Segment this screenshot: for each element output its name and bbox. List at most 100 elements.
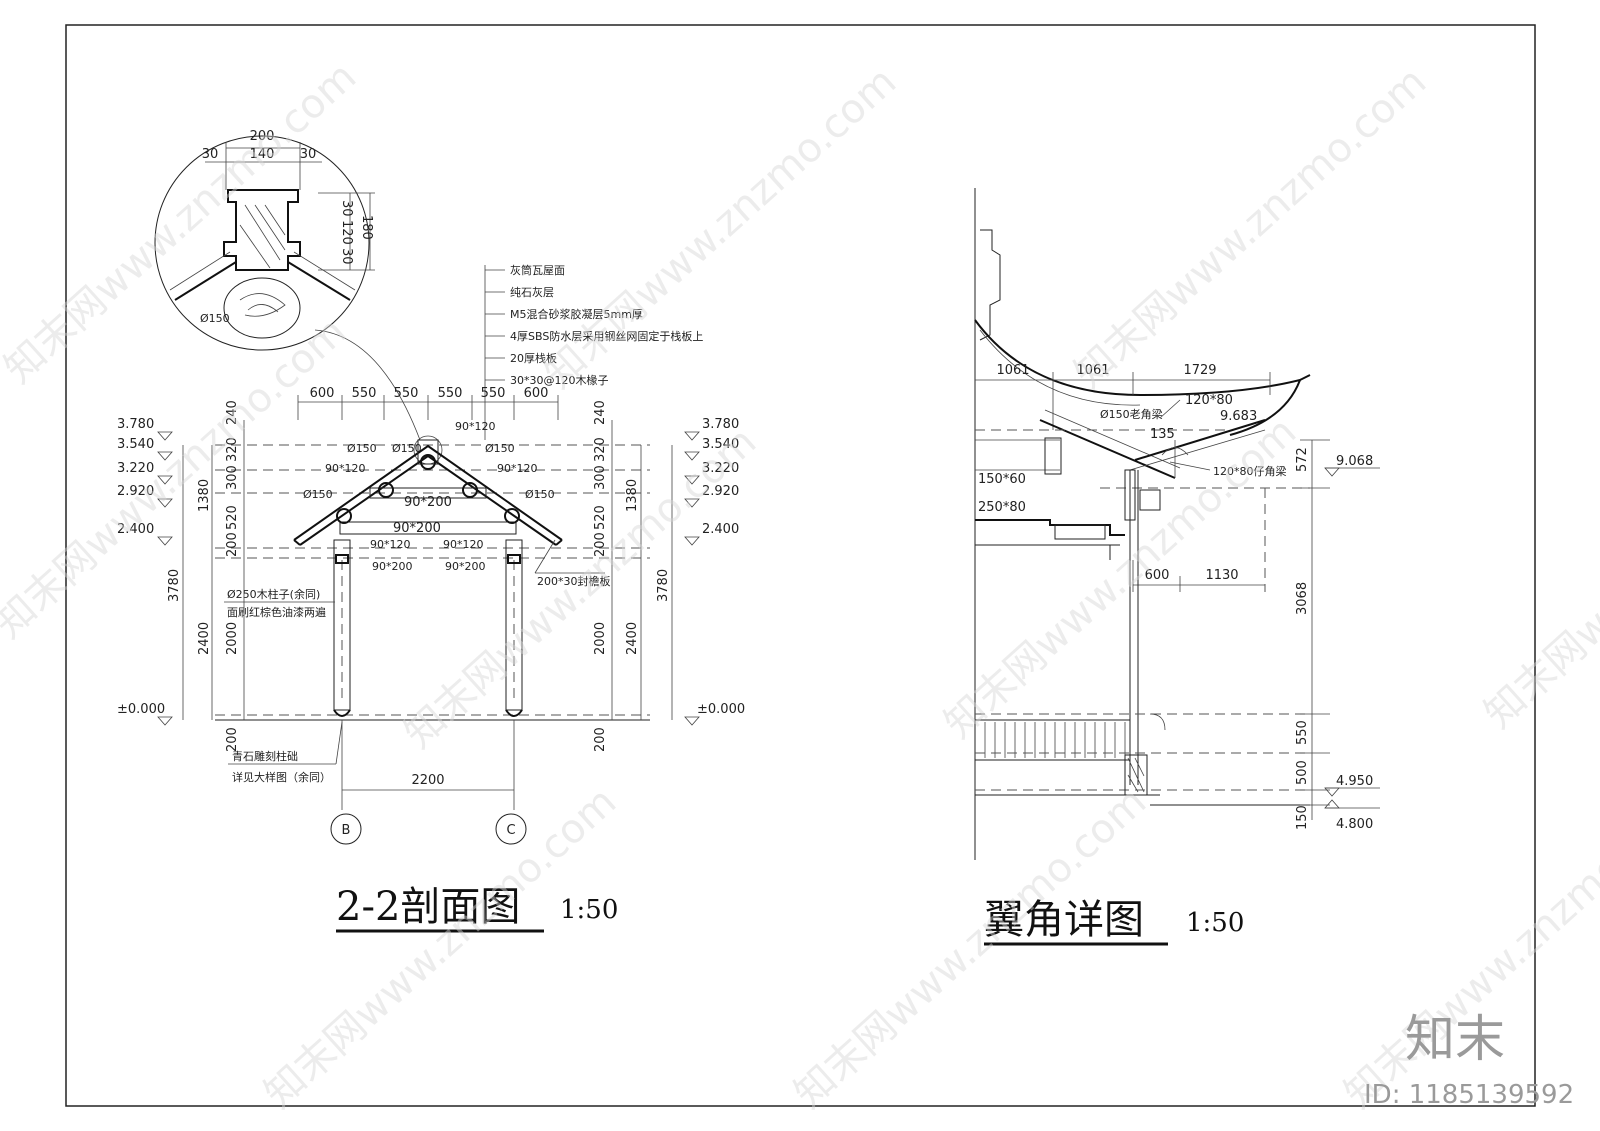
wing-drawing: 1061 1061 1729 120*80 Ø150老角梁 9.683 135 … [974, 188, 1380, 946]
wing-label: 150*60 [978, 472, 1026, 487]
level-label: 3.780 [117, 417, 154, 432]
watermark-text: 知末网www.znzmo.com [536, 59, 905, 398]
brand-logo: 知末 [1405, 1010, 1505, 1068]
layer-note: 20厚栈板 [510, 351, 557, 365]
wing-label: 250*80 [978, 500, 1026, 515]
detail-dim: 200 [250, 129, 275, 144]
wing-label: 120*80仔角梁 [1213, 464, 1287, 478]
level-label: 2.920 [117, 484, 154, 499]
v-dim: 2400 [625, 622, 640, 655]
v-dim: 520 [593, 505, 608, 530]
wing-level: 4.800 [1336, 817, 1373, 832]
v-dim: 2000 [225, 622, 240, 655]
watermark-text: 知末网www.znzmo.com [786, 779, 1155, 1118]
wing-right-dim: 150 [1295, 805, 1310, 830]
level-label: 3.540 [702, 437, 739, 452]
id-label: ID: 1185139592 [1364, 1080, 1574, 1110]
v-dim: 200 [593, 727, 608, 752]
base-note: 详见大样图（余同） [232, 770, 331, 784]
v-dim: 320 [225, 437, 240, 462]
v-dim: 240 [225, 400, 240, 425]
wing-label: 9.683 [1220, 409, 1257, 424]
detail-dia-label: Ø150 [200, 312, 230, 325]
left-levels: 3.780 3.540 3.220 2.920 2.400 ±0.000 240… [117, 400, 245, 752]
section-title: 2-2剖面图 [336, 884, 520, 930]
sheet-border [65, 24, 1536, 1107]
wing-top-dim: 1061 [1076, 363, 1109, 378]
section-scale: 1:50 [560, 895, 618, 925]
v-dim: 300 [225, 465, 240, 490]
level-label: 3.220 [117, 461, 154, 476]
wing-mid-dim: 1130 [1205, 568, 1238, 583]
level-label: 3.780 [702, 417, 739, 432]
v-dim: 200 [225, 727, 240, 752]
v-dim: 520 [225, 505, 240, 530]
wing-top-dim: 1061 [996, 363, 1029, 378]
v-dim: 2400 [197, 622, 212, 655]
watermark-text: 知末网www.znzmo.com [1066, 59, 1435, 398]
member-label: 90*120 [455, 420, 496, 433]
level-label: ±0.000 [117, 702, 165, 717]
section-drawing: 200 30 140 30 Ø150 30 12 [117, 129, 745, 933]
layer-note: 4厚SBS防水层采用钢丝网固定于栈板上 [510, 329, 703, 343]
member-label: 90*200 [445, 560, 486, 573]
wing-level: 9.068 [1336, 454, 1373, 469]
member-label: 90*200 [393, 521, 441, 536]
railing-balusters [984, 722, 1126, 758]
top-dim: 550 [481, 386, 506, 401]
detail-vdim: 180 [359, 215, 374, 240]
wing-right-dim: 550 [1295, 720, 1310, 745]
v-dim: 2000 [593, 622, 608, 655]
member-labels: Ø150 Ø150 Ø150 Ø150 Ø150 90*120 90*120 9… [303, 420, 555, 573]
v-dim: 3780 [167, 569, 182, 602]
wing-scale: 1:50 [1186, 908, 1244, 938]
member-label: Ø150 [485, 442, 515, 455]
wing-top-dim: 1729 [1183, 363, 1216, 378]
member-label: 90*120 [370, 538, 411, 551]
layer-note: 灰筒瓦屋面 [510, 263, 565, 277]
top-dim: 550 [352, 386, 377, 401]
v-dim: 3780 [656, 569, 671, 602]
level-label: ±0.000 [697, 702, 745, 717]
wing-label: Ø150老角梁 [1100, 407, 1163, 421]
v-dim: 200 [225, 532, 240, 557]
level-label: 3.540 [117, 437, 154, 452]
level-label: 2.920 [702, 484, 739, 499]
right-levels: 3.780 3.540 3.220 2.920 2.400 ±0.000 240… [593, 400, 745, 752]
axis-label-c: C [506, 823, 515, 838]
column-note: Ø250木柱子(余同) [227, 587, 320, 601]
layer-note: 30*30@120木椽子 [510, 374, 609, 387]
v-dim: 1380 [197, 479, 212, 512]
detail-dim: 140 [250, 147, 275, 162]
roof [215, 439, 650, 721]
level-label: 2.400 [117, 522, 154, 537]
layer-note: 纯石灰层 [510, 285, 554, 299]
top-dim: 550 [438, 386, 463, 401]
wing-label: 135 [1150, 427, 1175, 442]
wing-right-dim: 3068 [1295, 582, 1310, 615]
eave-board-note: 200*30封檐板 [537, 574, 611, 588]
top-dim: 550 [394, 386, 419, 401]
detail-vdim: 30 [339, 248, 354, 265]
member-label: Ø150 [525, 488, 555, 501]
detail-dim: 30 [202, 147, 219, 162]
span-dim: 2200 [411, 773, 444, 788]
watermark-text: 知末网www.znzmo.com [1476, 399, 1600, 738]
detail-dim: 30 [300, 147, 317, 162]
axis-label-b: B [342, 823, 351, 838]
member-label: 90*200 [404, 495, 452, 510]
v-dim: 320 [593, 437, 608, 462]
level-label: 3.220 [702, 461, 739, 476]
v-dim: 240 [593, 400, 608, 425]
member-label: 90*120 [325, 462, 366, 475]
top-dimensions: 600 550 550 550 550 600 [297, 386, 559, 420]
member-label: 90*120 [443, 538, 484, 551]
level-label: 2.400 [702, 522, 739, 537]
wing-title: 翼角详图 [984, 897, 1144, 943]
layer-notes: 灰筒瓦屋面 纯石灰层 M5混合砂浆胶凝层5mm厚 4厚SBS防水层采用钢丝网固定… [485, 263, 703, 387]
watermark-text: 知末网www.znzmo.com [256, 779, 625, 1118]
base-note: 青石雕刻柱础 [232, 749, 298, 763]
member-label: Ø150 [303, 488, 333, 501]
wing-level: 4.950 [1336, 774, 1373, 789]
